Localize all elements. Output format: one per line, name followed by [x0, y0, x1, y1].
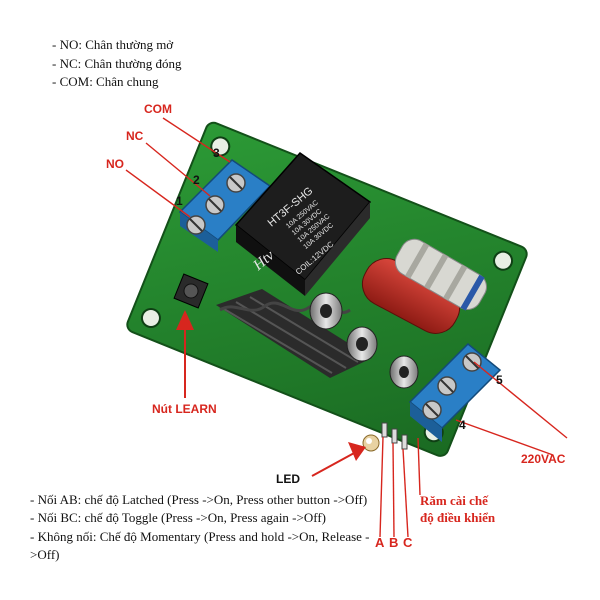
pin-number-1: 1 — [176, 194, 183, 208]
mode-momentary: - Không nối: Chế độ Momentary (Press and… — [30, 528, 370, 562]
terminal-block-left — [178, 159, 272, 252]
label-led: LED — [276, 472, 300, 486]
legend-line-no: - NO: Chân thường mở — [52, 37, 174, 52]
jumper-pins — [381, 422, 408, 450]
label-jumper-line: Răm cài chế — [420, 493, 488, 508]
label-pin-c: C — [403, 535, 413, 550]
relay-brand: Htv — [250, 247, 278, 274]
pin-number-3: 3 — [213, 146, 220, 160]
label-no: NO — [106, 157, 124, 171]
label-jumper: Răm cài chế độ điều khiển — [420, 492, 495, 526]
learn-button — [173, 273, 209, 309]
power-resistor — [394, 238, 487, 311]
mode-latched: - Nối AB: chế độ Latched (Press ->On, Pr… — [30, 492, 368, 507]
label-learn-button: Nút LEARN — [152, 402, 217, 416]
legend-line-com: - COM: Chân chung — [52, 74, 159, 89]
label-com: COM — [144, 102, 172, 116]
pin-number-4: 4 — [459, 418, 466, 432]
capacitors — [309, 292, 419, 389]
label-pin-b: B — [389, 535, 399, 550]
label-220vac: 220VAC — [521, 452, 566, 466]
relay — [234, 152, 372, 296]
mounting-hole-icon — [493, 250, 514, 271]
label-jumper-line: độ điều khiển — [420, 510, 496, 525]
label-pin-a: A — [375, 535, 385, 550]
mounting-hole-icon — [210, 136, 231, 157]
mounting-hole-icon — [140, 307, 161, 328]
pin-legend: - NO: Chân thường mở - NC: Chân thường đ… — [52, 36, 181, 92]
led — [362, 434, 380, 452]
mode-legend: - Nối AB: chế độ Latched (Press ->On, Pr… — [30, 491, 380, 564]
mode-toggle: - Nối BC: chế độ Toggle (Press ->On, Pre… — [30, 510, 326, 526]
led-arrow — [311, 442, 366, 477]
legend-line-nc: - NC: Chân thường đóng — [52, 55, 182, 71]
learn-arrow — [176, 310, 194, 398]
label-nc: NC — [126, 129, 144, 143]
pin-number-5: 5 — [496, 373, 503, 387]
pin-number-2: 2 — [193, 173, 200, 187]
callout-lines — [125, 117, 568, 538]
